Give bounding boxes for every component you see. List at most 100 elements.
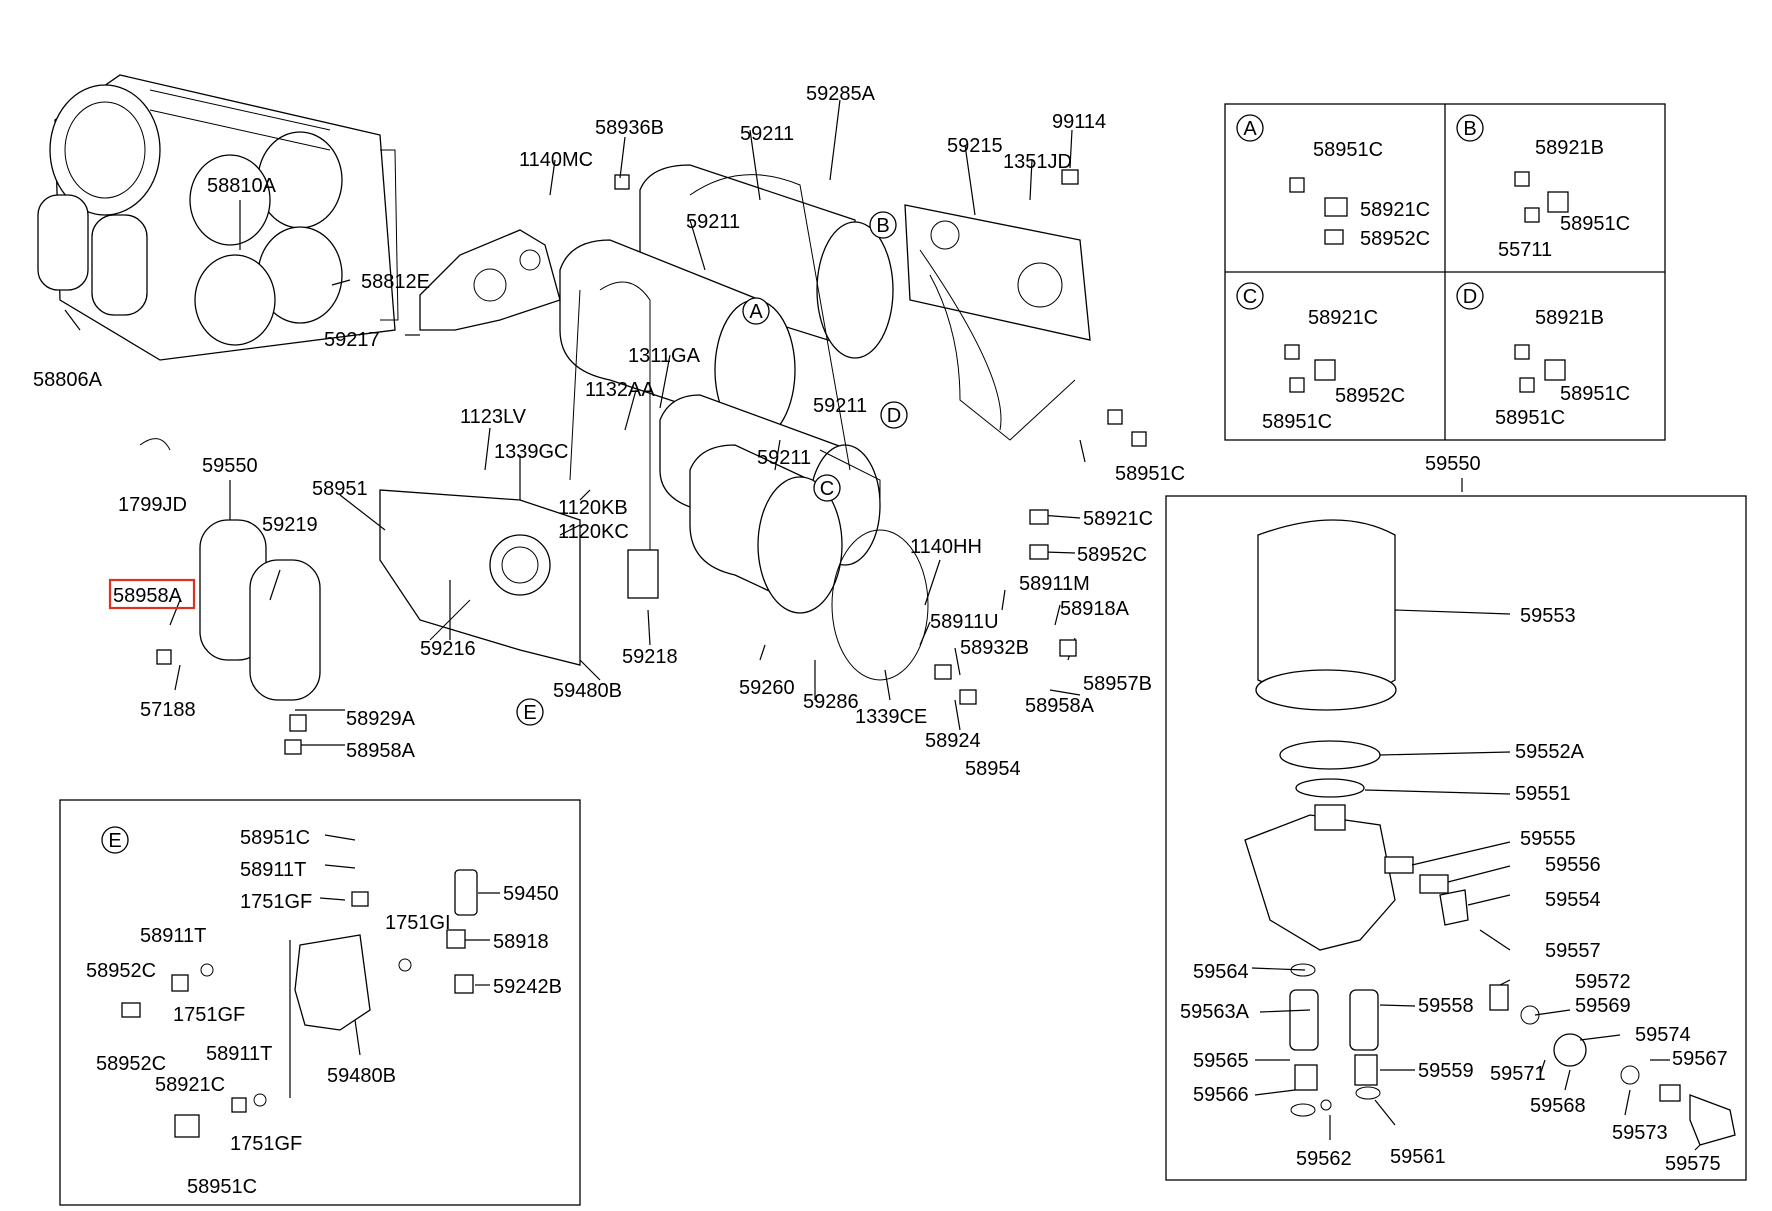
svg-text:59559: 59559 <box>1418 1060 1474 1082</box>
part-label[interactable]: 58958A <box>1025 695 1095 717</box>
part-label[interactable]: 58932B <box>960 637 1029 659</box>
part-label[interactable]: 1799JD <box>118 494 187 516</box>
part-label[interactable]: 1132AA <box>585 379 655 401</box>
part-label[interactable]: 1311GA <box>628 345 701 367</box>
svg-text:59574: 59574 <box>1635 1024 1691 1046</box>
svg-text:C: C <box>1243 286 1257 308</box>
part-label[interactable]: 59211 <box>740 123 794 145</box>
part-label[interactable]: 1140HH <box>910 536 982 558</box>
svg-text:C: C <box>820 478 834 500</box>
detail-a: A 58951C 58921C 58952C <box>1236 114 1430 250</box>
part-label[interactable]: 59285A <box>806 83 876 105</box>
callout-b: B <box>869 211 897 239</box>
part-label[interactable]: 58957B <box>1083 673 1152 695</box>
svg-text:1751GF: 1751GF <box>230 1133 302 1155</box>
part-label[interactable]: 58810A <box>207 175 277 197</box>
part-label[interactable]: 58952C <box>1077 544 1147 566</box>
svg-text:59566: 59566 <box>1193 1084 1249 1106</box>
svg-text:58952C: 58952C <box>86 960 156 982</box>
svg-text:59567: 59567 <box>1672 1048 1728 1070</box>
detail-b: B 58921B 58951C 55711 <box>1456 114 1630 261</box>
part-label[interactable]: 1140MC <box>519 149 593 171</box>
part-label[interactable]: 59211 <box>686 211 740 233</box>
part-label[interactable]: 58951C <box>1115 463 1185 485</box>
tank-assembly-illustration <box>37 74 399 361</box>
part-label[interactable]: 58918A <box>1060 598 1130 620</box>
svg-text:59450: 59450 <box>503 883 559 905</box>
part-label[interactable]: 59260 <box>739 677 795 699</box>
part-label[interactable]: 59217 <box>324 329 380 351</box>
part-label[interactable]: 1123LV <box>460 406 527 428</box>
part-label[interactable]: 59218 <box>622 646 678 668</box>
callout-e: E <box>516 698 544 726</box>
svg-text:59573: 59573 <box>1612 1122 1668 1144</box>
svg-text:D: D <box>887 405 901 427</box>
svg-text:A: A <box>1243 118 1257 140</box>
part-label[interactable]: 59219 <box>262 514 318 536</box>
part-label[interactable]: 59211 <box>757 447 811 469</box>
part-label[interactable]: 59215 <box>947 135 1003 157</box>
part-label[interactable]: 59550 <box>202 455 258 477</box>
left-dryer-illustration <box>139 438 321 701</box>
part-label[interactable]: 58812E <box>361 271 430 293</box>
detail-grid <box>1224 103 1666 441</box>
part-label[interactable]: 58951 <box>312 478 368 500</box>
fittings-illustration <box>156 409 1147 755</box>
svg-text:58951C: 58951C <box>1560 383 1630 405</box>
svg-text:59558: 59558 <box>1418 995 1474 1017</box>
part-label[interactable]: 59211 <box>813 395 867 417</box>
part-label[interactable]: 58958A <box>346 740 416 762</box>
svg-text:1751GF: 1751GF <box>240 891 312 913</box>
part-label[interactable]: 58958A <box>113 585 183 607</box>
part-label[interactable]: 1120KC <box>558 521 629 543</box>
callout-c: C <box>813 474 841 502</box>
svg-text:58911T: 58911T <box>240 859 306 881</box>
part-label[interactable]: 59550 <box>1425 453 1481 475</box>
svg-text:59565: 59565 <box>1193 1050 1249 1072</box>
detail-d: D 58921B 58951C 58951C <box>1456 282 1630 429</box>
svg-text:58921B: 58921B <box>1535 307 1604 329</box>
valve-bracket-illustration <box>379 489 659 666</box>
part-label[interactable]: 1339CE <box>855 706 927 728</box>
part-label[interactable]: 58954 <box>965 758 1021 780</box>
svg-text:59554: 59554 <box>1545 889 1601 911</box>
part-label[interactable]: 59286 <box>803 691 859 713</box>
svg-text:59561: 59561 <box>1390 1146 1446 1168</box>
svg-text:59556: 59556 <box>1545 854 1601 876</box>
part-label[interactable]: 59216 <box>420 638 476 660</box>
svg-text:59557: 59557 <box>1545 940 1601 962</box>
svg-text:58921B: 58921B <box>1535 137 1604 159</box>
svg-text:58951C: 58951C <box>1262 411 1332 433</box>
svg-text:59571: 59571 <box>1490 1063 1546 1085</box>
svg-text:58921C: 58921C <box>1308 307 1378 329</box>
svg-text:A: A <box>749 301 763 323</box>
svg-text:58911T: 58911T <box>206 1043 272 1065</box>
part-label[interactable]: 58911U <box>930 611 999 633</box>
highlight-box <box>108 578 196 610</box>
part-label[interactable]: 1339GC <box>494 441 569 463</box>
part-label[interactable]: 99114 <box>1052 111 1106 133</box>
svg-text:59242B: 59242B <box>493 976 562 998</box>
svg-text:E: E <box>523 702 536 724</box>
part-label[interactable]: 58929A <box>346 708 416 730</box>
callout-d: D <box>880 401 908 429</box>
svg-text:1751GF: 1751GF <box>173 1004 245 1026</box>
part-label[interactable]: 57188 <box>140 699 196 721</box>
svg-text:59563A: 59563A <box>1180 1001 1250 1023</box>
part-label[interactable]: 1351JD <box>1003 151 1072 173</box>
leader-lines <box>64 99 1463 746</box>
callout-a: A <box>742 297 770 325</box>
svg-text:59555: 59555 <box>1520 828 1576 850</box>
svg-text:58921C: 58921C <box>1360 199 1430 221</box>
svg-text:59568: 59568 <box>1530 1095 1586 1117</box>
svg-text:1751GI: 1751GI <box>385 912 451 934</box>
part-label[interactable]: 58936B <box>595 117 664 139</box>
part-label[interactable]: 59480B <box>553 680 622 702</box>
part-label[interactable]: 58806A <box>33 369 103 391</box>
detail-c: C 58921C 58952C 58951C <box>1236 282 1405 433</box>
part-label[interactable]: 1120KB <box>558 497 628 519</box>
part-label[interactable]: 58921C <box>1083 508 1153 530</box>
part-label[interactable]: 58924 <box>925 730 981 752</box>
part-label[interactable]: 58911M <box>1019 573 1090 595</box>
svg-text:58951C: 58951C <box>187 1176 257 1198</box>
